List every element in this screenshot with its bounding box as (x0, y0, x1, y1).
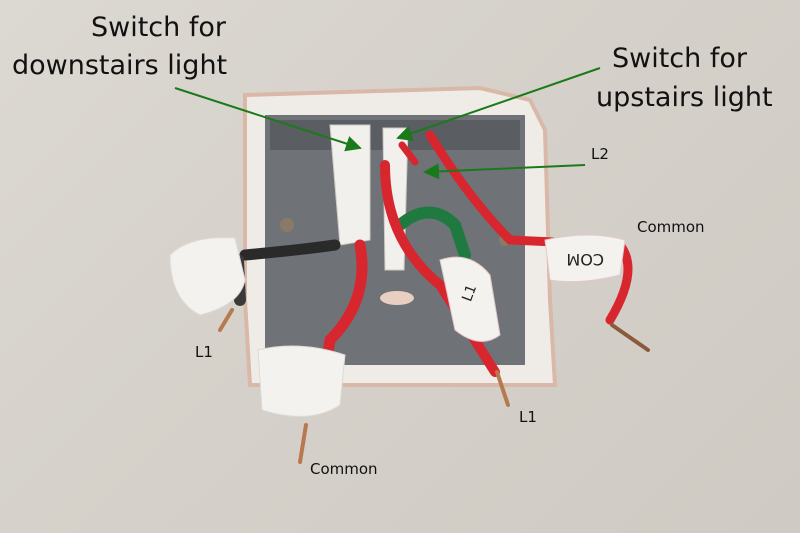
copper-end-right (610, 323, 650, 352)
green-wire (394, 206, 471, 261)
label-upstairs-line1: Switch for (612, 43, 747, 74)
tape-mark-l1: L1 (459, 283, 480, 304)
arrow-downstairs (174, 87, 362, 152)
label-upstairs-line2: upstairs light (596, 82, 773, 113)
tape-left (169, 237, 246, 316)
box-knockout (380, 291, 414, 305)
red-wire-center (380, 160, 500, 377)
black-wire (239, 239, 341, 261)
label-l2: L2 (591, 145, 609, 163)
copper-end-bottom (298, 423, 308, 464)
white-sleeve-downstairs (329, 124, 371, 246)
red-wire-common-bottom (314, 239, 368, 411)
arrow-upstairs (396, 67, 601, 141)
copper-end-center (495, 370, 510, 407)
label-l1-left: L1 (195, 343, 213, 361)
tape-mark-com: COM (566, 250, 604, 269)
label-l1-bottom: L1 (519, 408, 537, 426)
label-downstairs-line2: downstairs light (12, 50, 228, 81)
tape-right (544, 234, 626, 283)
red-wire-l2 (398, 141, 419, 166)
screw-lug-left (280, 218, 294, 232)
tape-center (439, 256, 501, 342)
tape-bottom-left (257, 345, 346, 417)
label-downstairs-line1: Switch for (91, 12, 226, 43)
copper-end-left (218, 308, 234, 332)
label-common-right: Common (637, 218, 705, 236)
arrow-l2 (423, 163, 586, 180)
label-common-bottom: Common (310, 460, 378, 478)
